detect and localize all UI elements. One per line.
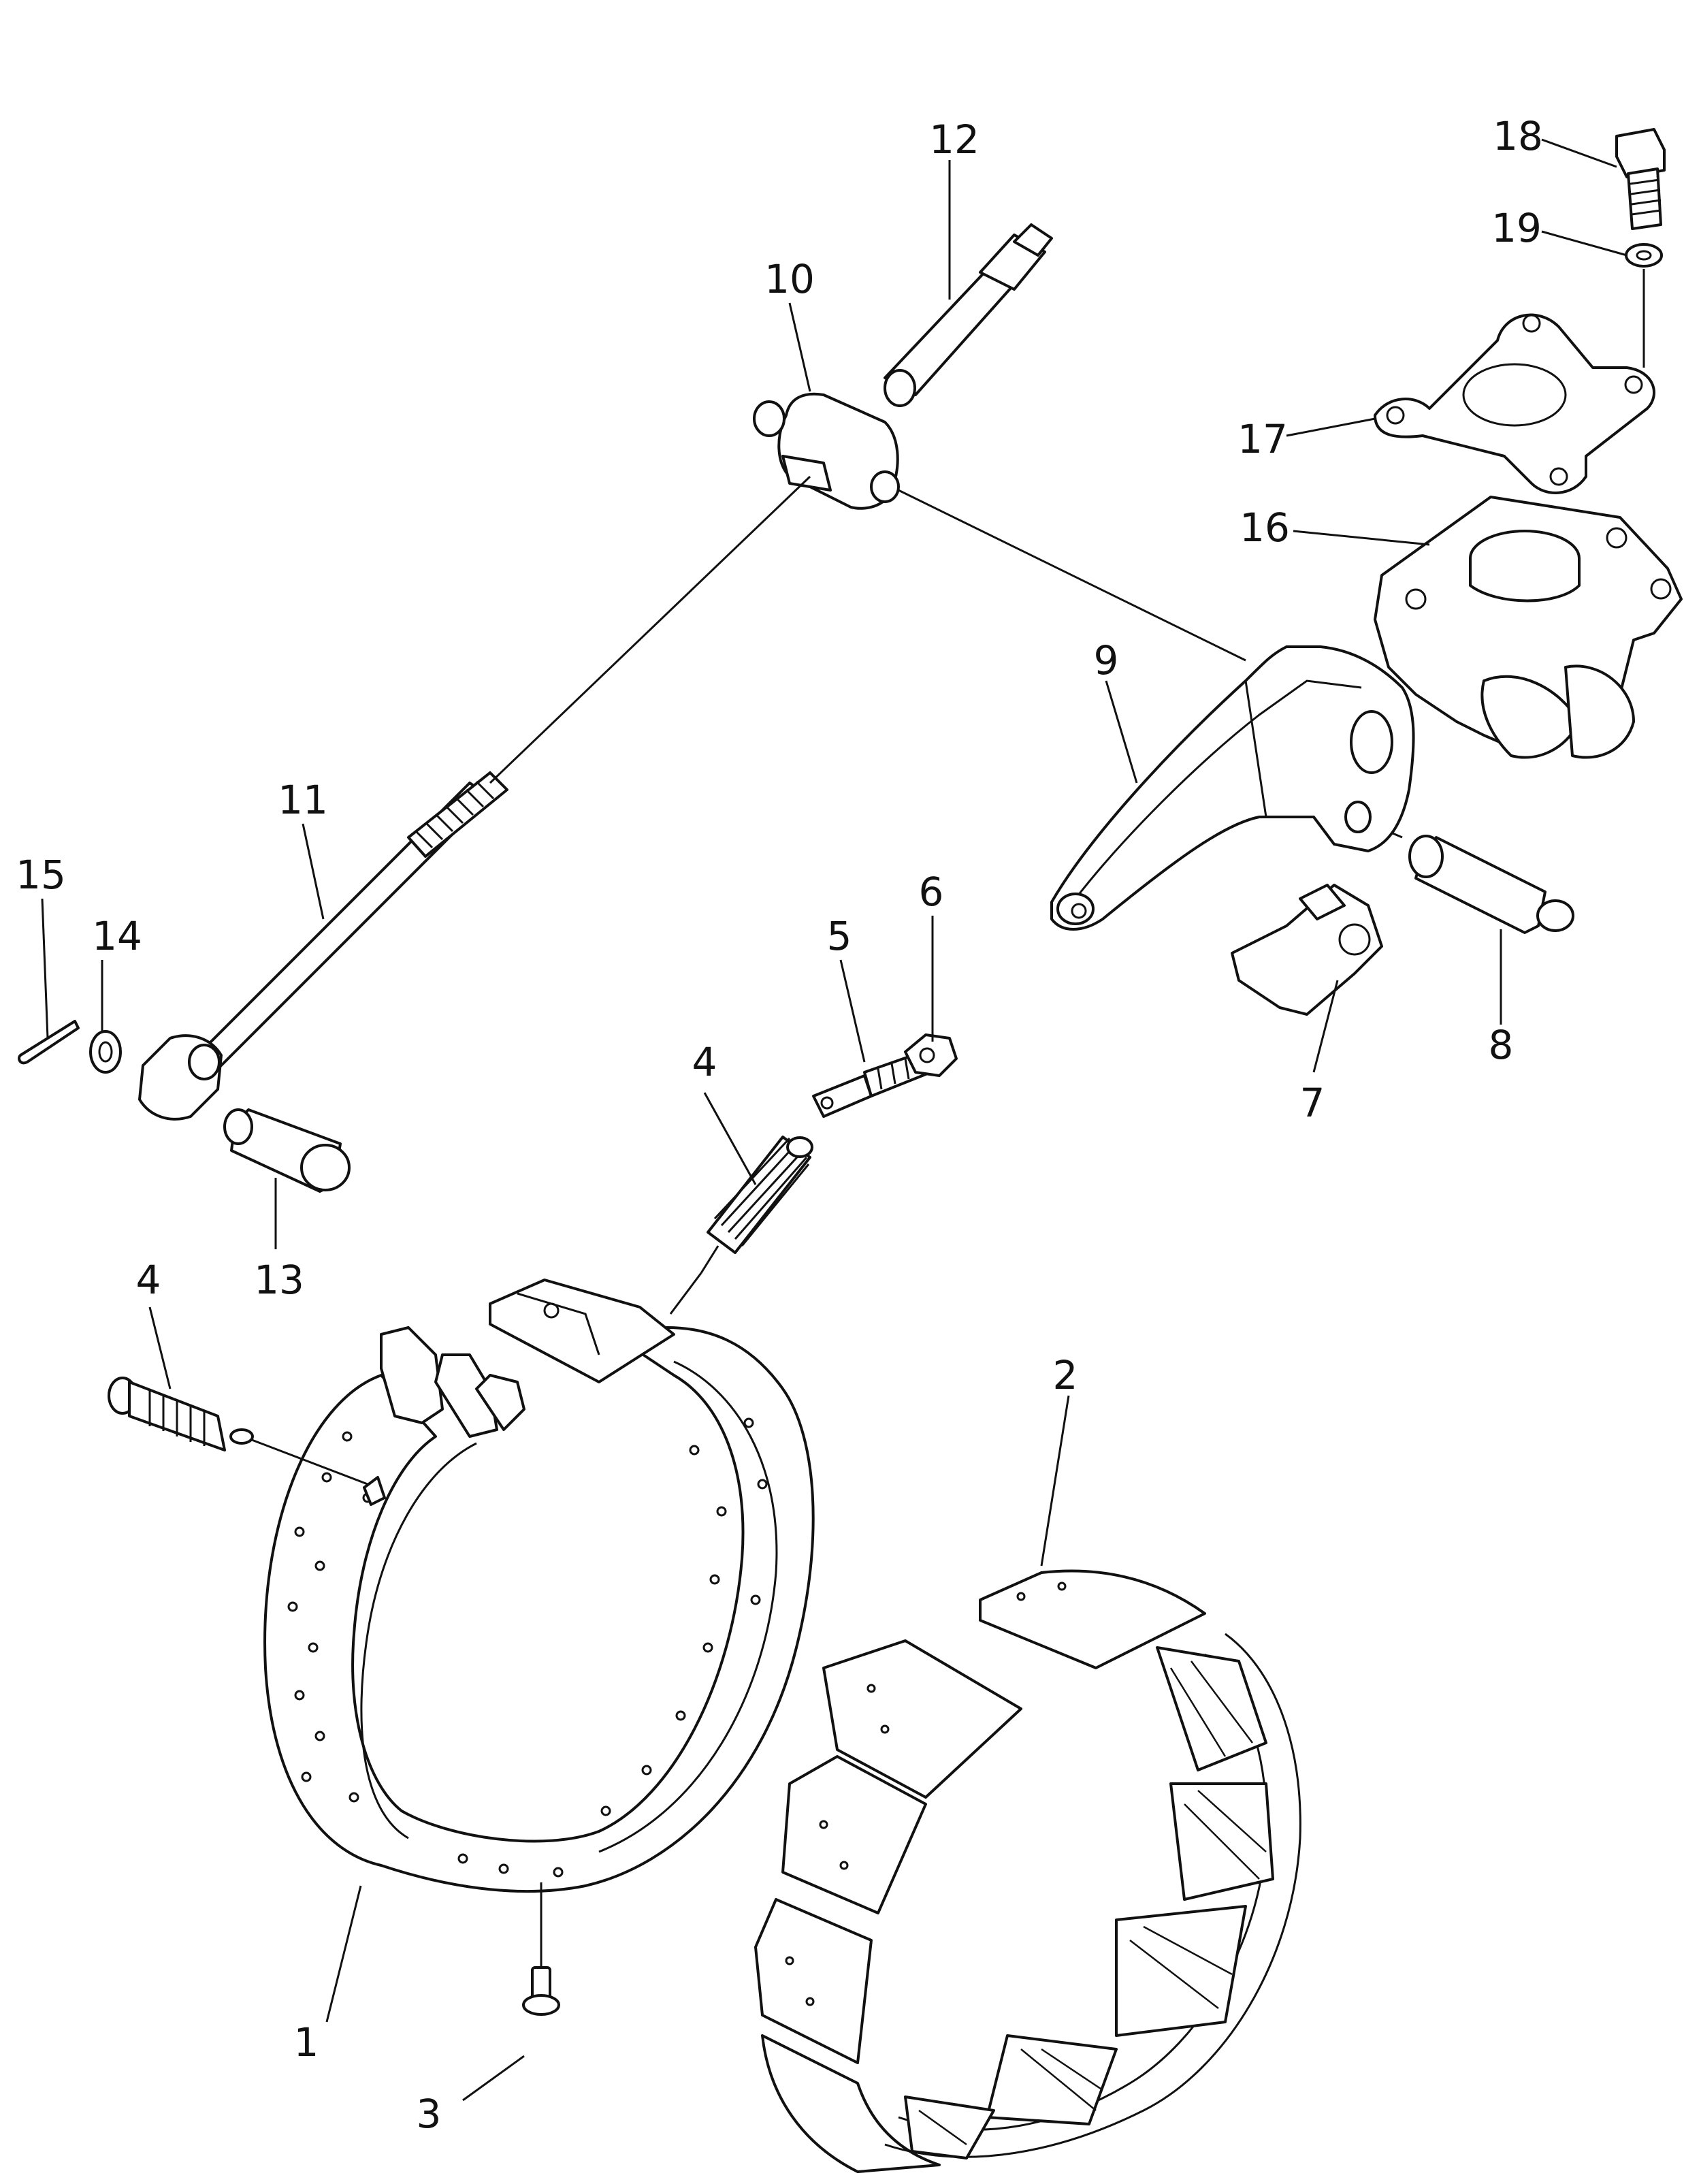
cotter-pin: [18, 1020, 80, 1065]
adjusting-rod: [138, 771, 508, 1121]
label-15: 15: [16, 852, 66, 898]
label-14: 14: [92, 913, 142, 959]
label-12: 12: [929, 116, 979, 163]
callout-leaders: [41, 138, 1628, 2102]
gasket: [1374, 313, 1655, 494]
pin-8: [1354, 816, 1574, 934]
label-7: 7: [1300, 1080, 1325, 1126]
label-9: 9: [1094, 637, 1119, 684]
label-16: 16: [1240, 504, 1290, 551]
bell-crank-lever: [1050, 645, 1415, 931]
label-19: 19: [1491, 205, 1542, 251]
label-2: 2: [1053, 1352, 1078, 1398]
lining-hatch: [904, 1646, 1274, 2159]
spring-upper: [700, 1136, 813, 1274]
cam-lever: [1231, 884, 1383, 1016]
pin-13: [223, 1108, 351, 1193]
callout-labels: 1 2 3 4 4 5 6 7 8 9 10 11 12 13 14 15 16…: [16, 113, 1543, 2137]
housing: [1374, 496, 1683, 759]
label-8: 8: [1489, 1022, 1514, 1068]
rivet: [522, 1966, 560, 2016]
label-6: 6: [919, 869, 944, 915]
spring-lower: [108, 1377, 368, 1486]
assembly-lines: [489, 269, 1645, 1968]
lock-washer: [1625, 243, 1663, 268]
label-5: 5: [827, 913, 852, 959]
label-17: 17: [1237, 416, 1288, 462]
clevis-block: [753, 392, 900, 510]
washer: [89, 1030, 122, 1074]
label-10: 10: [764, 256, 815, 302]
label-1: 1: [294, 2019, 319, 2066]
label-11: 11: [278, 777, 328, 823]
label-3: 3: [417, 2091, 442, 2137]
shaft-12: [884, 223, 1053, 407]
nut: [904, 1033, 958, 1077]
brake-lining: [754, 1569, 1301, 2173]
label-18: 18: [1493, 113, 1543, 159]
label-4b: 4: [136, 1257, 161, 1303]
bolt: [1615, 128, 1666, 230]
label-13: 13: [254, 1257, 304, 1303]
brake-band: [263, 1279, 815, 1893]
label-4a: 4: [692, 1039, 717, 1085]
